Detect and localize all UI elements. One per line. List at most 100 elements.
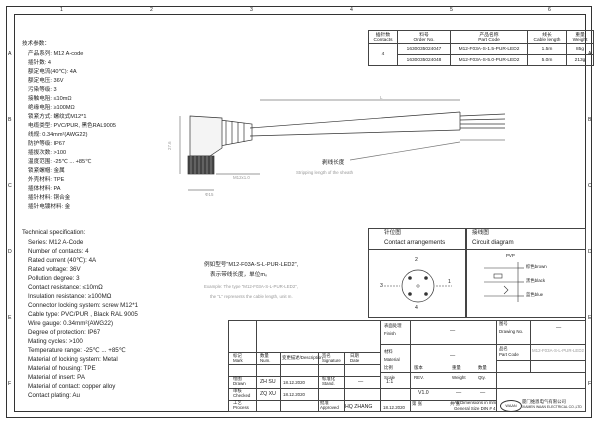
en-spec-item: Temperature range: -25℃ ... +85℃ [28,347,126,354]
example-en-2: the "L" represents the cable length, uni… [210,294,293,299]
process-en: Process [233,405,249,410]
drawn-en: Drawn [233,381,246,386]
hdr-weight-cn: 重量 [575,33,585,38]
cn-spec-item: 插拔次数: >100 [28,150,67,156]
approved-cn: 批准 [320,400,329,405]
rev-date-head-en: Date [350,358,360,363]
checked-en: Checked [233,393,251,398]
ruler-row-c: C [8,183,12,189]
cn-spec-item: 防护等级: IP67 [28,141,65,147]
en-spec-item: Rated current (40℃): 4A [28,257,97,264]
cn-spec-item: 额定电流(40℃): 4A [28,69,77,75]
circuit-pvp-label: PVP [506,253,515,258]
rev-mark-head-en: Mark [233,358,243,363]
cn-spec-item: 锁紧方式: 螺纹式M12*1 [28,114,87,120]
rev-sig-head-en: Signature [322,358,341,363]
table-cell: 5.0m [527,54,567,66]
drawing-no-cn: 图号 [499,321,508,326]
hdr-part-cn: 产品名称 [479,33,499,38]
coupling-nut [187,155,215,175]
unit-note: All Dimensions in mm [454,400,497,405]
example-en-1: Example: The type "M12-F03A-S-L-PUR-LED2… [204,284,299,289]
hdr-contacts-cn: 插针数 [375,33,391,38]
ruler-col-5: 5 [450,7,453,13]
material-cn: 材料 [384,349,393,354]
dim-thread: M12x1.0 [233,175,250,180]
cn-spec-item: 温度范围: -25℃ ... +85℃ [28,159,92,165]
drawing-no-value: — [556,325,562,331]
ruler-col-1: 1 [60,7,63,13]
hdr-length-cn: 线长 [542,33,552,38]
table-cell: 85g [566,43,594,55]
material-value: — [450,353,456,359]
pin-panel-cn: 针位图 [384,230,401,236]
cn-spec-item: 锁紧螺帽: 金属 [28,168,65,174]
en-spec-item: Insulation resistance: ≥100MΩ [28,293,112,300]
cn-spec-item: 产品系列: M12 A-code [28,51,84,57]
stand-cn: 标准化 [322,376,336,381]
en-spec-item: Degree of protection: IP67 [28,329,101,336]
connector-drawing [179,99,506,191]
finish-cn: 表面处理 [384,323,402,328]
table-row: 1630035024048 M12-F03A-S-5.0-PUR-LED2 5.… [369,54,594,66]
en-spec-item: Series: M12 A-Code [28,239,84,246]
ruler-col-4: 4 [350,7,353,13]
stand-en: Stand. [322,381,335,386]
angled-body [189,115,223,157]
pin-label: 2 [415,257,418,263]
cn-spec-item: 插针电镀材料: 金 [28,204,71,210]
ruler-row-d: D [8,249,12,255]
cn-spec-item: 插针数: 4 [28,60,52,66]
rev-value: V1.0 [418,390,429,396]
finish-value: — [450,328,456,334]
en-spec-item: Material of housing: TPE [28,365,96,372]
hdr-order-en: Order No. [413,38,435,43]
process-cn: 工艺 [233,400,242,405]
en-spec-item: Material of insert: PA [28,374,85,381]
example-cn-2: 表示带线长度，单位m。 [210,272,271,278]
table-cell: M12-F03A-S-1.5-PUR-LED2 [450,43,528,55]
circuit-panel-en: Circuit diagram [472,239,514,246]
en-spec-item: Material of contact: copper alloy [28,383,116,390]
hdr-part-en: Part Code [478,38,500,43]
strip-length-en: Stripping length of the sheath [296,170,354,175]
ruler-row-b-right: B [588,117,592,123]
rev-mark-head: 标记 [233,353,242,358]
company-en: XIAMEN WAAN ELECTRICAL CO.,LTD [522,405,582,409]
cn-spec-title: 技术参数： [22,41,50,47]
rev-num-head-en: Num. [260,358,271,363]
example-cn-1: 例如型号"M12-F03A-S-L-PUR-LED2", [204,262,299,268]
hdr-length-en: Cable length [533,38,561,43]
en-spec-item: Contact plating: Au [28,392,80,399]
wire-label: 黑色black [526,278,546,283]
table-cell: 1630035024048 [397,54,451,66]
rev-cn: 版本 [414,365,423,370]
pin-panel [368,228,466,318]
table-cell: 1.5m [527,43,567,55]
cn-spec-item: 电缆类型: PVC/PUR, 黑色RAL9005 [28,123,116,129]
en-spec-item: Material of locking system: Metal [28,356,118,363]
ruler-row-f: F [8,381,12,387]
rev-sig-head: 签名 [322,353,331,358]
cn-spec-item: 外壳材料: TPE [28,177,65,183]
weight-value: — [456,390,462,396]
rev-en: REV. [414,375,424,380]
en-spec-item: Wire gauge: 0.34mm²(AWG22) [28,320,114,327]
hdr-contacts-en: Contacts [373,38,393,43]
en-spec-title: Technical specification: [22,229,86,236]
qty-value: — [480,390,486,396]
ruler-col-6: 6 [548,7,551,13]
wire-label: 棕色brown [526,264,547,269]
rev-desc-head: 变更描述/Description [282,355,323,360]
finish-en: Finish [384,331,396,336]
outer-frame [6,6,592,418]
en-spec-item: Contact resistance: ≤10mΩ [28,284,103,291]
drawing-no-en: Drawing No. [499,329,524,334]
scale-en: Scale [384,375,395,380]
std-note: General Size DIN # 4 [454,406,496,411]
en-spec-item: Rated voltage: 36V [28,266,81,273]
strain-relief [219,119,253,147]
cable-bottom-edge [249,129,461,137]
dim-width: Φ15 [205,192,214,197]
